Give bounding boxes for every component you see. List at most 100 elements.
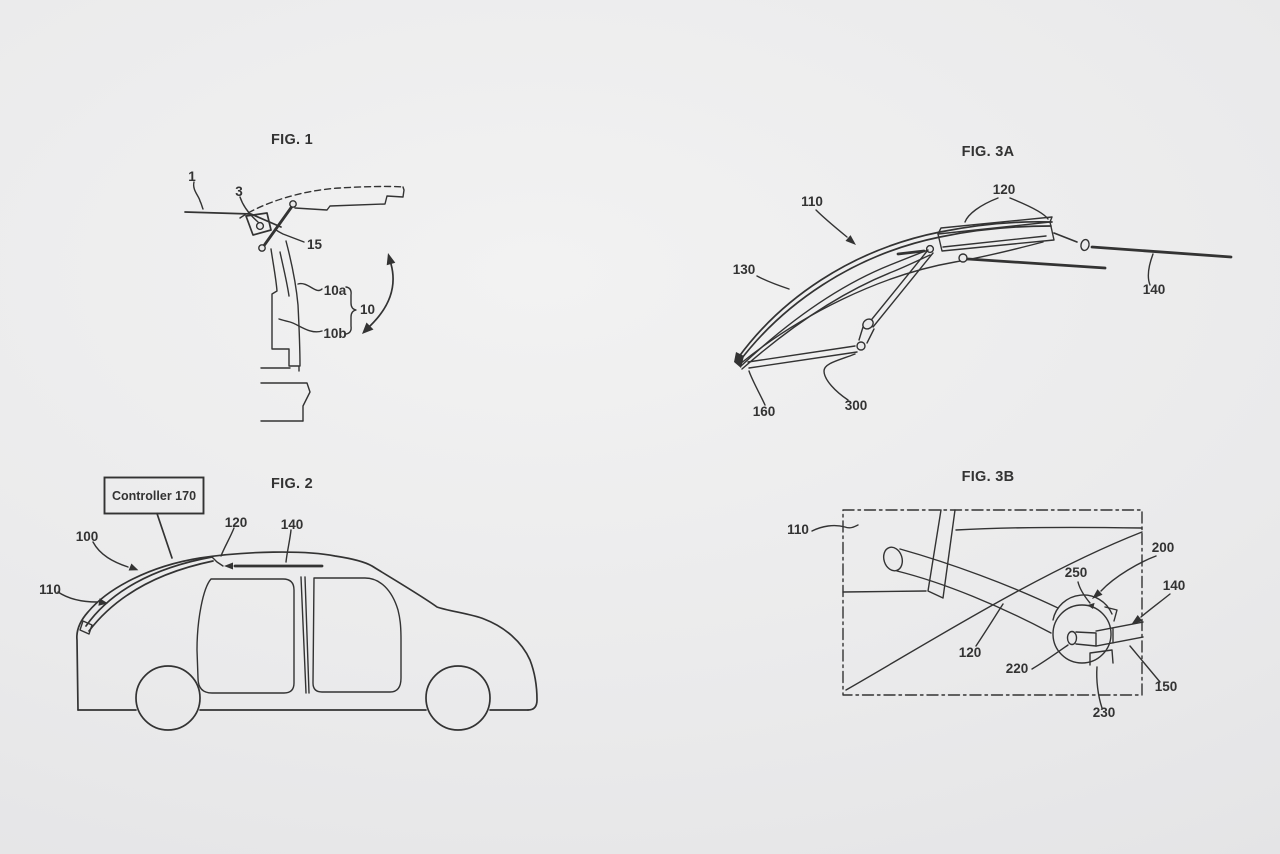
fig1-strut-lower-joint: [258, 244, 266, 252]
fig3b-arrowhead-250: [1087, 602, 1095, 609]
fig1-ref-15: 15: [307, 237, 323, 252]
fig2-spoiler-top-bracket: [211, 556, 224, 567]
fig3a-rod-knob: [1080, 238, 1090, 252]
fig2-spoiler-end-cap: [79, 620, 93, 635]
fig3b-ref-110: 110: [787, 522, 809, 537]
fig1-spoiler-blade: [184, 211, 282, 228]
fig2-controller-box: [103, 476, 205, 515]
fig3b-arm-lower-edge: [896, 570, 1052, 634]
fig3a-link-end-cap: [734, 352, 744, 368]
fig3a-blade-arc-inner-2: [741, 254, 931, 370]
fig3a-bracket-slab: [937, 221, 1055, 252]
fig3a-arrowhead-110: [845, 235, 856, 245]
fig1-deck-dashed-outline: [239, 185, 404, 219]
fig2-controller-leader: [156, 512, 173, 559]
fig2-ref-110: 110: [39, 582, 61, 597]
fig1-rotation-arrowhead-up: [386, 253, 396, 266]
fig1-brace-10: [345, 286, 357, 335]
fig3a-ref-300: 300: [845, 398, 868, 413]
fig3a-bracket-top-face: [937, 216, 1053, 235]
fig2-spoiler-arc-outer: [85, 556, 213, 627]
fig2-leader-110: [57, 591, 98, 603]
fig3a-actuator-strut: [867, 249, 934, 328]
fig3b-hub-disc: [1052, 604, 1112, 664]
fig3b-title: FIG. 3B: [962, 469, 1015, 485]
fig3a-lower-link: [747, 345, 858, 369]
fig1-strut: [261, 203, 295, 249]
fig3a-title: FIG. 3A: [962, 144, 1015, 160]
fig3b-ref-150: 150: [1155, 679, 1178, 694]
fig1-leader-1: [192, 181, 204, 210]
fig3b-ref-120: 120: [959, 645, 982, 660]
fig3b-ref-140: 140: [1163, 578, 1186, 593]
fig3a-leader-120-left: [964, 197, 999, 223]
fig1-pillar-inner-line: [279, 251, 290, 297]
fig3a-leader-110: [815, 209, 848, 238]
fig3b-blade-lower-edge: [845, 531, 1143, 691]
fig2-ref-120: 120: [225, 515, 248, 530]
fig3a-ref-130: 130: [733, 262, 756, 277]
fig2-rear-wheel: [425, 665, 491, 731]
fig3a-actuator-cylinder-body: [858, 326, 875, 344]
fig3b-arrowhead-200: [1092, 589, 1103, 599]
fig3b-ref-200: 200: [1152, 540, 1175, 555]
fig1-ref-3: 3: [235, 184, 243, 199]
fig1-leader-3: [239, 196, 259, 223]
figure-3a: FIG. 3A 110: [733, 144, 1233, 419]
fig3a-leader-160: [748, 370, 766, 406]
fig2-ref-100: 100: [76, 529, 99, 544]
fig3a-rod-stub: [1053, 232, 1078, 243]
fig2-arrowhead-100: [128, 563, 139, 571]
fig2-spoiler-arc-inner: [88, 560, 214, 632]
fig3a-actuator-ball-joint: [856, 341, 866, 351]
fig1-title: FIG. 1: [271, 132, 313, 148]
fig3b-hub-collar: [1052, 594, 1113, 621]
fig2-leader-100: [92, 541, 129, 568]
fig1-pivot-pin: [255, 221, 265, 231]
fig3b-leader-120: [975, 603, 1004, 647]
fig2-arrowhead-110: [98, 598, 108, 606]
fig1-rotation-arrowhead-down: [362, 322, 374, 334]
fig2-b-pillar: [300, 576, 310, 694]
fig1-deck-edge: [294, 186, 405, 211]
fig3a-blade-arc-outer-2: [738, 225, 1052, 363]
fig1-pillar-right-edge: [285, 240, 301, 367]
fig2-ref-140: 140: [281, 517, 304, 532]
fig3a-blade-arc-inner-1: [740, 249, 929, 367]
fig3a-leader-130: [756, 275, 790, 290]
fig3a-ref-140: 140: [1143, 282, 1166, 297]
fig3b-guide-rod: [1095, 621, 1144, 647]
fig1-sill-step: [260, 382, 311, 422]
fig3b-ref-250: 250: [1065, 565, 1088, 580]
fig1-leader-15: [274, 228, 305, 243]
fig3b-leader-200: [1100, 555, 1157, 592]
fig3a-ref-110: 110: [801, 194, 823, 209]
fig1-rotation-arrow: [369, 263, 394, 327]
fig1-ref-10: 10: [360, 302, 375, 317]
fig3a-ref-160: 160: [753, 404, 776, 419]
fig3a-pivot-stub: [896, 249, 926, 256]
fig1-pillar-left-edge: [270, 248, 300, 372]
fig2-controller-label: Controller 170: [112, 489, 196, 503]
fig2-title: FIG. 2: [271, 476, 313, 492]
fig2-front-wheel: [135, 665, 201, 731]
fig1-leader-10a: [297, 282, 323, 292]
fig2-front-window: [196, 578, 295, 694]
fig2-car-body-outline: [76, 551, 538, 711]
fig3a-blade-arc-outer-1: [737, 220, 1053, 359]
fig3b-leader-150: [1129, 645, 1161, 683]
fig2-rear-window: [312, 577, 402, 693]
fig3a-upper-rod: [1090, 245, 1233, 259]
figure-1: FIG. 1 1 3 15 10a 10: [184, 132, 405, 422]
fig1-strut-upper-joint: [289, 200, 297, 208]
fig3b-ref-230: 230: [1093, 705, 1116, 720]
fig3a-lower-rod-ball: [958, 253, 968, 263]
fig1-pivot-bracket: [245, 212, 272, 236]
fig3a-leader-140: [1147, 253, 1154, 286]
fig2-leader-120: [220, 527, 235, 557]
fig3a-lower-rod: [966, 257, 1107, 270]
fig1-ref-1: 1: [188, 169, 196, 184]
fig2-rail-arrowhead: [224, 562, 233, 570]
fig1-leader-10b: [278, 318, 323, 333]
